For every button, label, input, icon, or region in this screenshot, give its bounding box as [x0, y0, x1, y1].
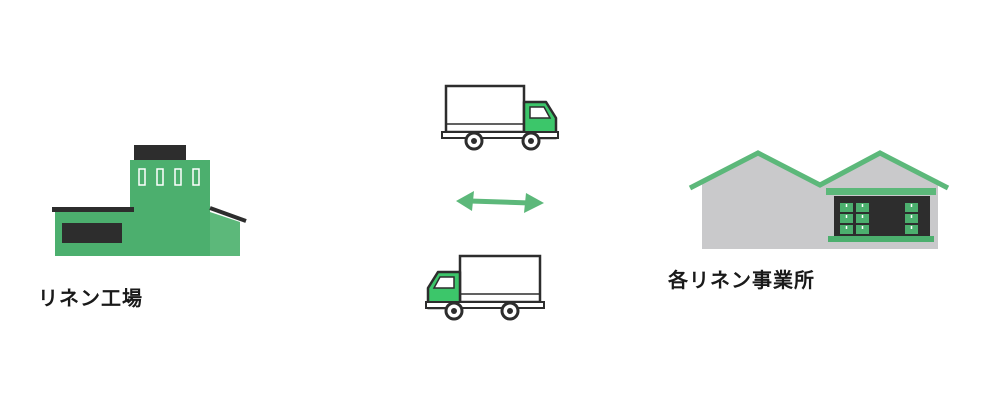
office-label: 各リネン事業所 [668, 268, 815, 292]
warehouse-icon [688, 150, 950, 249]
factory-label: リネン工場 [38, 286, 143, 310]
factory-icon [52, 145, 247, 256]
truck-left-icon [425, 254, 545, 321]
double-arrow-icon [456, 191, 544, 213]
truck-right-icon [441, 84, 559, 151]
